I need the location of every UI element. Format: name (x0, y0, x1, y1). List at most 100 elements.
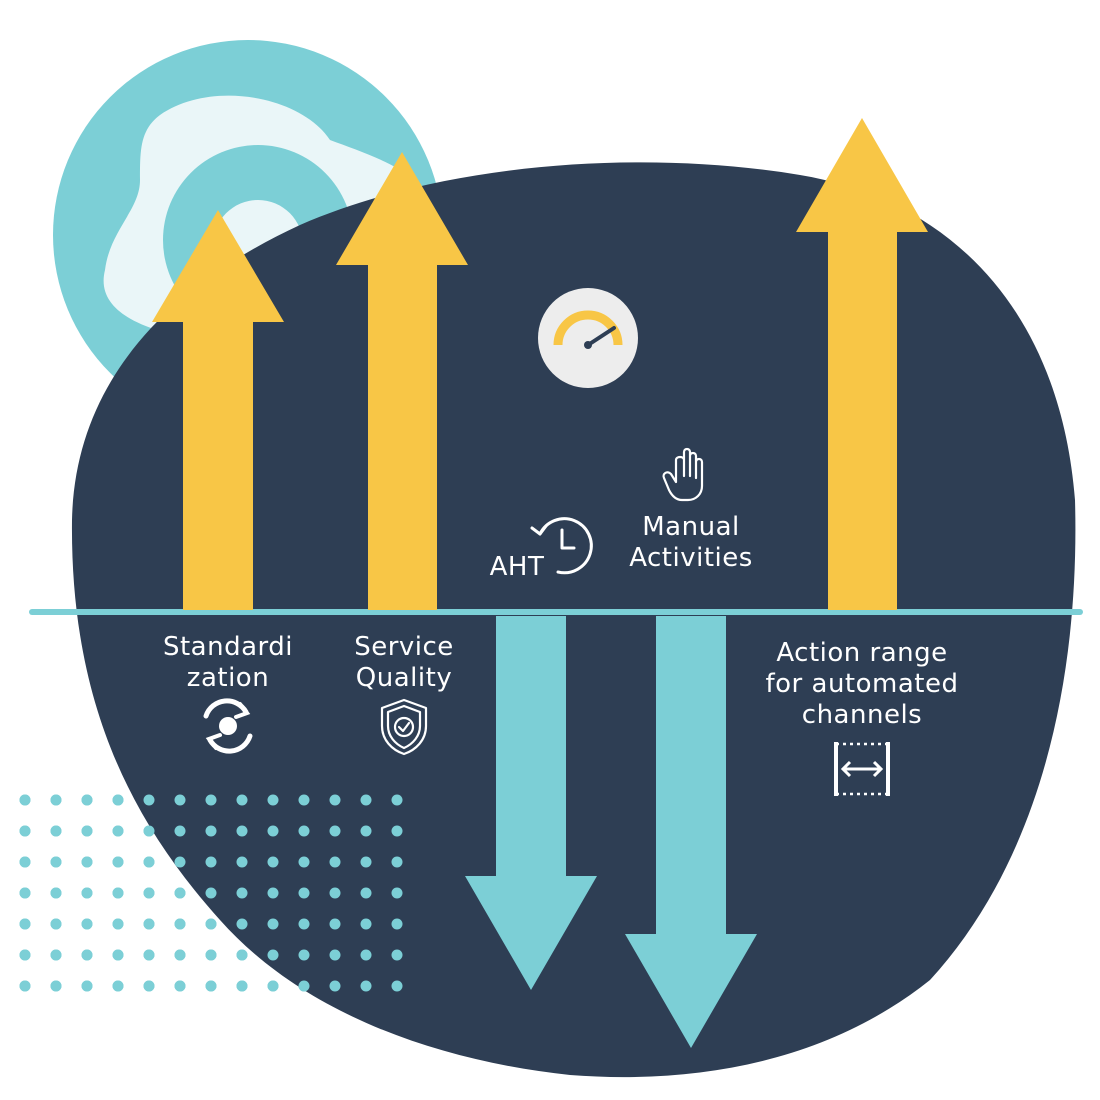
decor-dot (298, 980, 310, 992)
decor-dot (174, 980, 186, 992)
decor-dot (267, 918, 279, 930)
decor-dot (143, 949, 155, 961)
decor-dot (174, 918, 186, 930)
decor-dot (267, 794, 279, 806)
decor-dot (112, 918, 124, 930)
decor-dot (50, 949, 62, 961)
decor-dot (360, 856, 372, 868)
decor-dot (205, 980, 217, 992)
down-arrow-aht (465, 616, 597, 990)
decor-dot (50, 825, 62, 837)
decor-dot (112, 949, 124, 961)
label-line: zation (186, 663, 270, 693)
clock-history-icon (530, 517, 593, 575)
decor-dot (391, 918, 403, 930)
decor-dot (143, 980, 155, 992)
label-action-range: Action range for automated channels (742, 638, 982, 731)
decor-dot (50, 856, 62, 868)
decor-dot (329, 980, 341, 992)
decor-dot (298, 856, 310, 868)
decor-dot (112, 825, 124, 837)
decor-dot (50, 918, 62, 930)
decor-dot (298, 887, 310, 899)
decor-dot (81, 949, 93, 961)
decor-dot (19, 856, 31, 868)
decor-dot (236, 887, 248, 899)
decor-dot (174, 856, 186, 868)
decor-dot (174, 794, 186, 806)
decor-dot (205, 856, 217, 868)
decor-dot (205, 825, 217, 837)
decor-dot (19, 887, 31, 899)
decor-dot (174, 887, 186, 899)
decor-dot (112, 856, 124, 868)
decor-dot (391, 794, 403, 806)
decor-dot (360, 918, 372, 930)
label-line: channels (801, 700, 923, 730)
decor-dot (329, 794, 341, 806)
decor-dot (50, 887, 62, 899)
up-arrow-action-range (796, 118, 928, 610)
decor-dot (236, 949, 248, 961)
decor-dot (391, 949, 403, 961)
decor-dot (50, 794, 62, 806)
decor-dot (236, 918, 248, 930)
decor-dot (236, 794, 248, 806)
decor-dot (143, 825, 155, 837)
decor-dot (391, 825, 403, 837)
decor-dot (81, 856, 93, 868)
decor-dot (143, 887, 155, 899)
decor-dot (143, 918, 155, 930)
hand-icon (662, 447, 704, 502)
decor-dot (174, 825, 186, 837)
decor-dot (174, 949, 186, 961)
decor-dot (267, 825, 279, 837)
decor-dot (81, 887, 93, 899)
decor-dot (329, 856, 341, 868)
decor-dot (360, 825, 372, 837)
sync-icon (203, 698, 253, 754)
label-line: for automated (765, 669, 959, 699)
decor-dot (329, 949, 341, 961)
decor-dot (391, 887, 403, 899)
decor-dot (298, 825, 310, 837)
range-width-icon (834, 742, 890, 796)
label-manual-activities: Manual Activities (616, 512, 766, 574)
decor-dot (112, 980, 124, 992)
label-line: Manual (642, 512, 740, 542)
decor-dot (50, 980, 62, 992)
decor-dot (236, 825, 248, 837)
navy-blob (71, 162, 1076, 1078)
label-line: Activities (629, 543, 753, 573)
decor-dot (391, 856, 403, 868)
decor-dot (391, 980, 403, 992)
decor-dot (329, 918, 341, 930)
label-line: Service (354, 632, 454, 662)
decor-dot (236, 856, 248, 868)
decor-dot (81, 794, 93, 806)
decor-dot (112, 794, 124, 806)
label-line: AHT (489, 552, 545, 582)
decor-dot (267, 949, 279, 961)
label-aht: AHT (482, 552, 552, 583)
decor-dot (81, 825, 93, 837)
decor-dot (112, 887, 124, 899)
decor-dot (143, 856, 155, 868)
decor-dot (143, 794, 155, 806)
decor-dot (360, 949, 372, 961)
decor-dot (329, 825, 341, 837)
decor-dot (205, 918, 217, 930)
decor-dot (360, 887, 372, 899)
decor-dot (360, 980, 372, 992)
decor-dot (298, 918, 310, 930)
label-line: Standardi (162, 632, 293, 662)
decor-dot (205, 887, 217, 899)
label-line: Quality (355, 663, 453, 693)
decor-dot (298, 949, 310, 961)
decor-dot (267, 856, 279, 868)
decor-dot (205, 949, 217, 961)
decor-dot (267, 887, 279, 899)
decor-dot (19, 918, 31, 930)
